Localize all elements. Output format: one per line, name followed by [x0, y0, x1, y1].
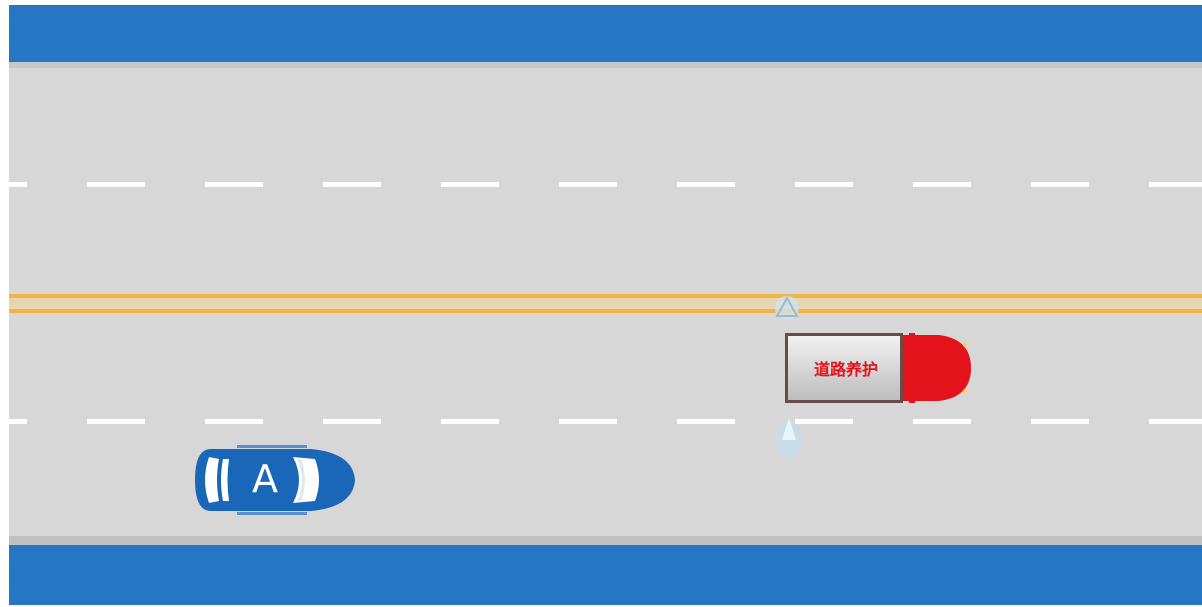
- center-line-yellow-lower: [9, 309, 1202, 313]
- car-a: A: [193, 443, 358, 517]
- truck-label: 道路养护: [796, 358, 896, 382]
- sidewalk-bottom: [9, 545, 1202, 605]
- curb-bottom: [9, 536, 1202, 545]
- car-a-label: A: [245, 457, 285, 501]
- traffic-cone-icon: [774, 410, 804, 460]
- sidewalk-top: [9, 5, 1202, 62]
- curb-top: [9, 62, 1202, 68]
- maintenance-truck: 道路养护: [785, 323, 975, 413]
- lane-divider-lower: [9, 419, 1202, 424]
- road-scene: 道路养护 A: [9, 5, 1202, 605]
- truck-cargo-box: 道路养护: [785, 333, 903, 403]
- truck-cab: [899, 331, 973, 405]
- warning-triangle-icon: [772, 293, 802, 323]
- lane-divider-upper: [9, 182, 1202, 187]
- center-line-gap: [9, 298, 1202, 309]
